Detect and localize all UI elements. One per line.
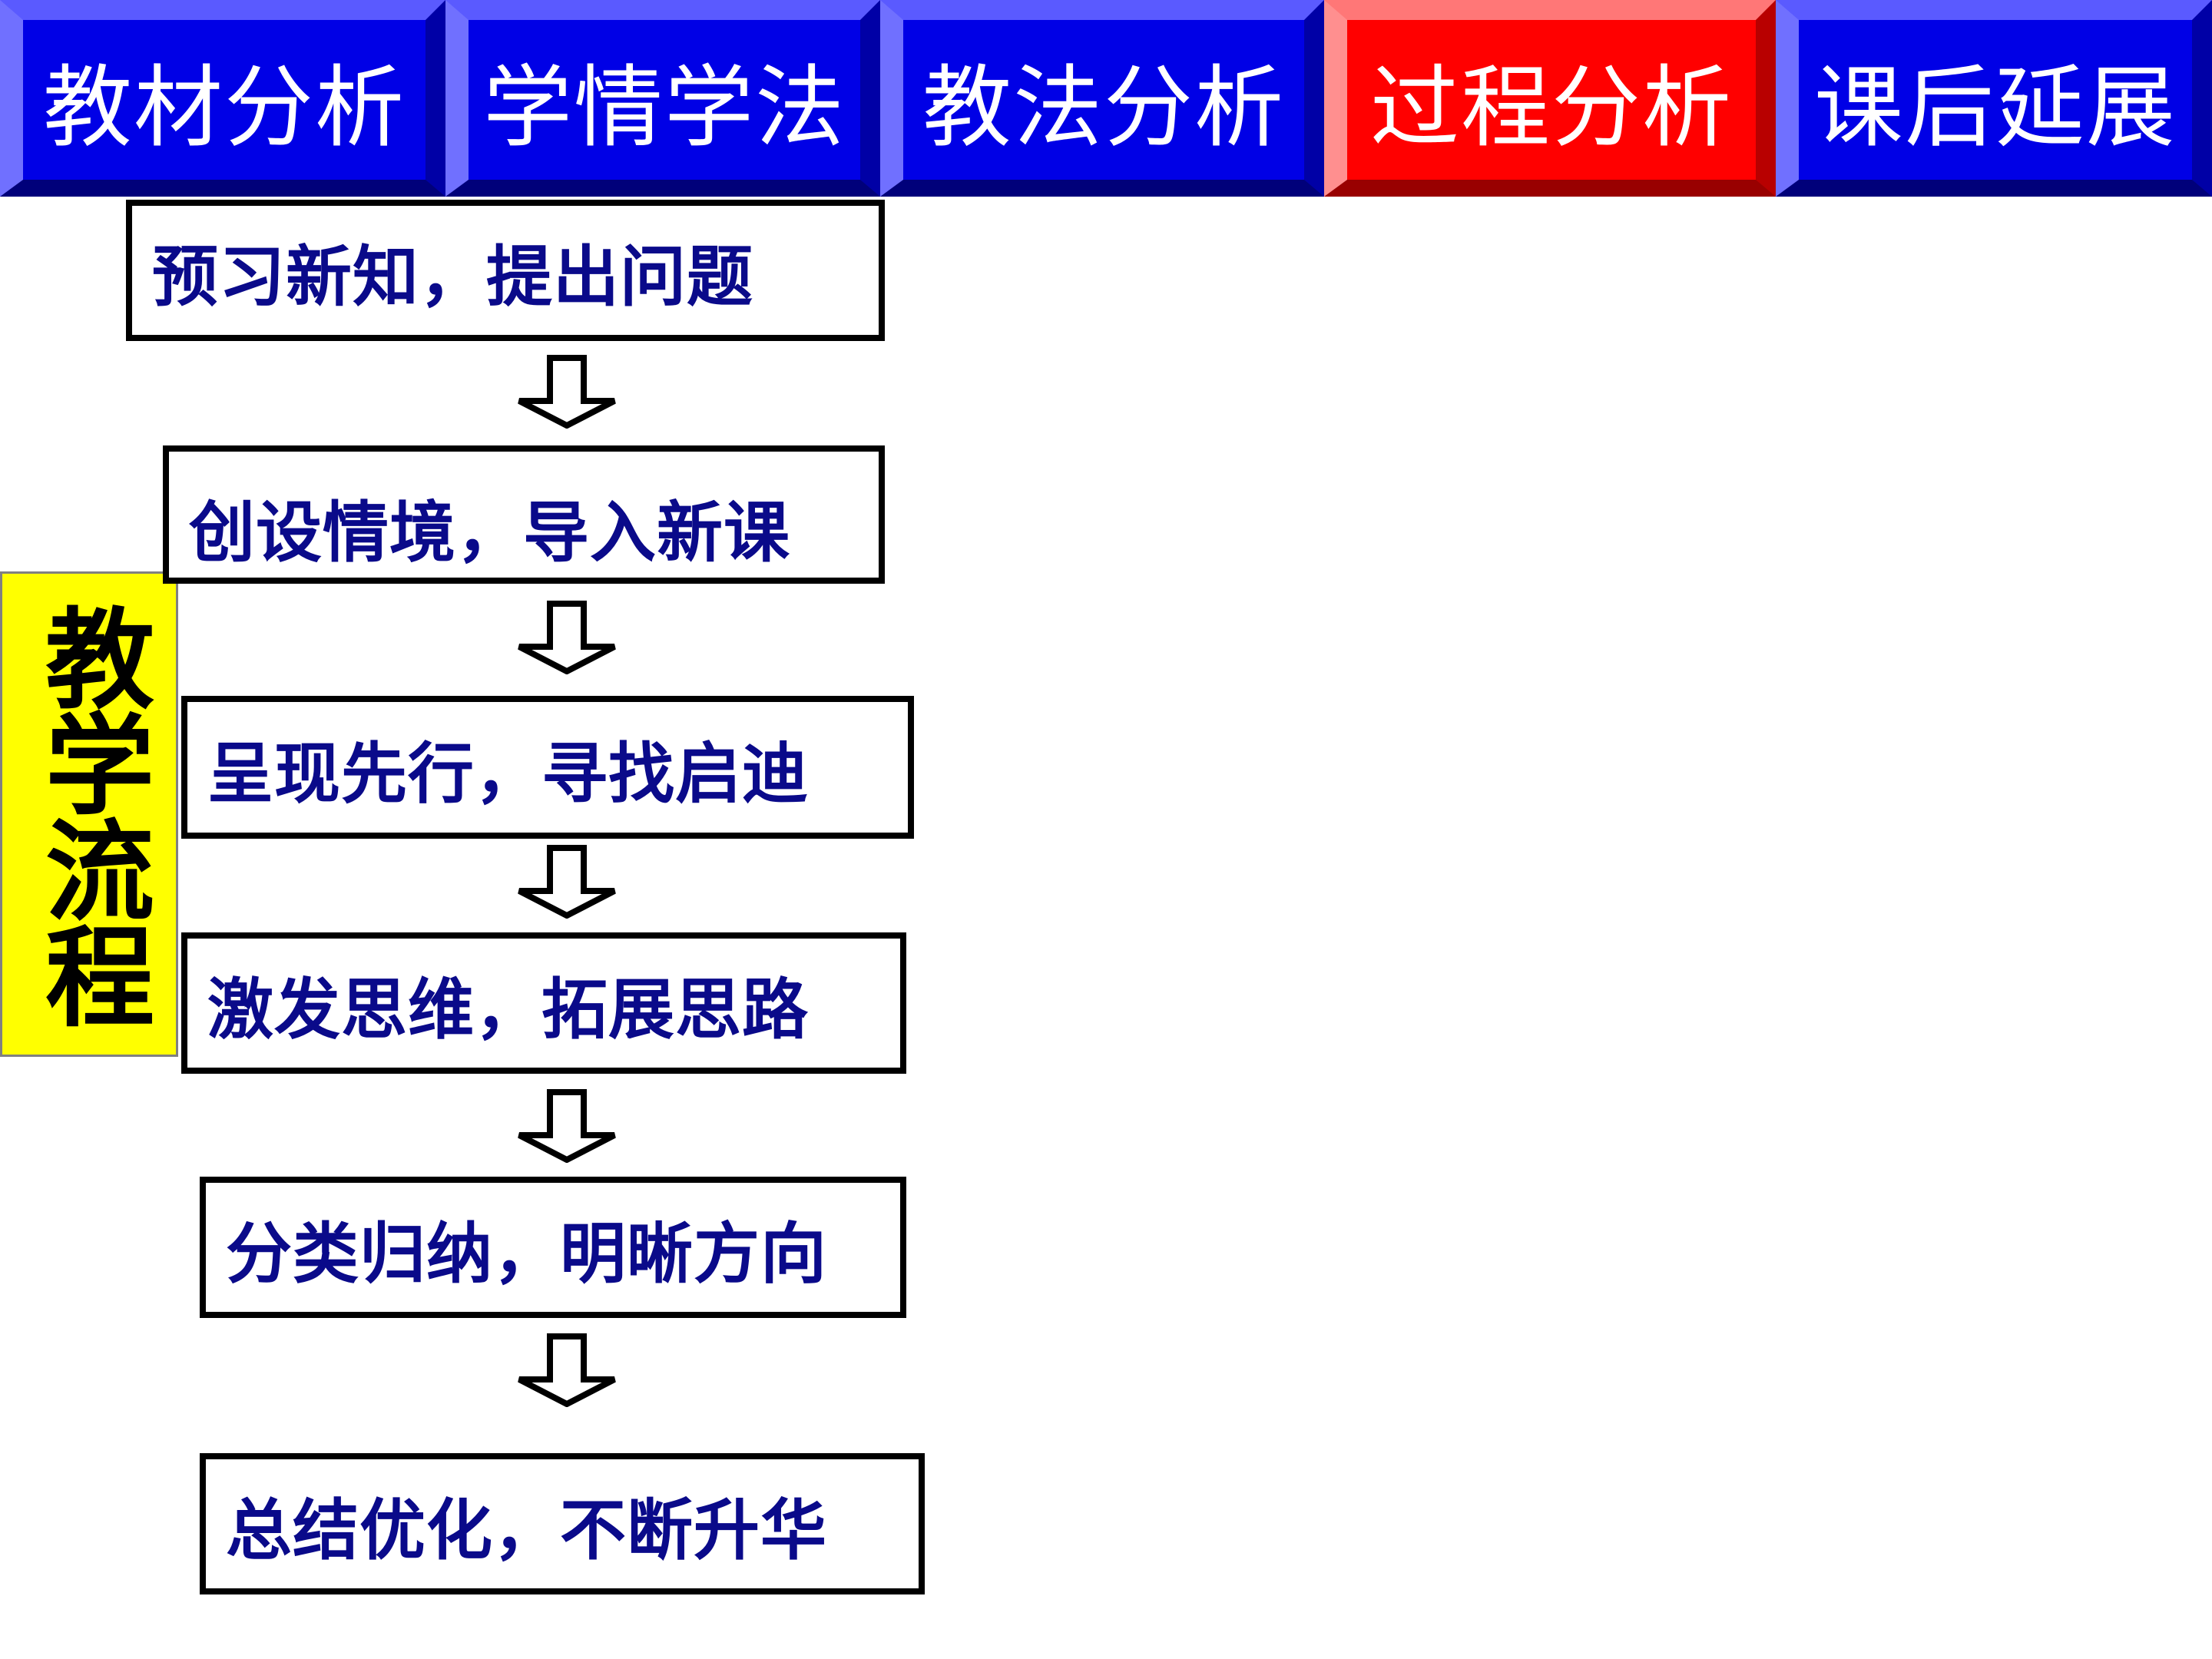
hollow-down-arrow-icon <box>518 845 616 919</box>
tab-learning-situation[interactable]: 学情学法 <box>445 0 880 197</box>
tab-label: 课后延展 <box>1814 56 2177 160</box>
tab-textbook-analysis[interactable]: 教材分析 <box>0 0 445 197</box>
flow-step-5: 分类归纳，明晰方向 <box>200 1177 906 1318</box>
flow-step-2: 创设情境，导入新课 <box>163 445 885 584</box>
hollow-down-arrow-icon <box>518 1089 616 1163</box>
flow-step-label: 分类归纳，明晰方向 <box>226 1215 827 1293</box>
tab-label: 学情学法 <box>483 56 846 160</box>
tab-label: 教材分析 <box>43 56 406 160</box>
flow-step-3: 呈现先行，寻找启迪 <box>181 696 914 839</box>
flow-step-4: 激发思维，拓展思路 <box>181 932 906 1074</box>
tab-process-analysis[interactable]: 过程分析 <box>1324 0 1776 197</box>
hollow-down-arrow-icon <box>518 601 616 674</box>
tab-label: 教法分析 <box>922 56 1285 160</box>
flow-step-label: 预习新知，提出问题 <box>152 238 753 316</box>
flow-step-1: 预习新知，提出问题 <box>126 200 885 341</box>
flow-step-6: 总结优化，不断升华 <box>200 1453 925 1594</box>
tab-teaching-method[interactable]: 教法分析 <box>880 0 1324 197</box>
flow-step-label: 呈现先行，寻找启迪 <box>207 735 809 813</box>
flow-step-label: 总结优化，不断升华 <box>226 1492 827 1569</box>
hollow-down-arrow-icon <box>518 1333 616 1407</box>
top-navigation-bar: 教材分析 学情学法 教法分析 过程分析 课后延展 <box>0 0 2212 197</box>
tab-label: 过程分析 <box>1370 56 1733 160</box>
hollow-down-arrow-icon <box>518 355 616 429</box>
tab-after-class-extension[interactable]: 课后延展 <box>1776 0 2212 197</box>
flow-step-label: 创设情境，导入新课 <box>189 495 790 571</box>
teaching-flow-side-label: 教学流程 <box>0 571 178 1057</box>
flow-step-label: 激发思维，拓展思路 <box>207 971 809 1048</box>
side-label-text: 教学流程 <box>26 602 153 1026</box>
